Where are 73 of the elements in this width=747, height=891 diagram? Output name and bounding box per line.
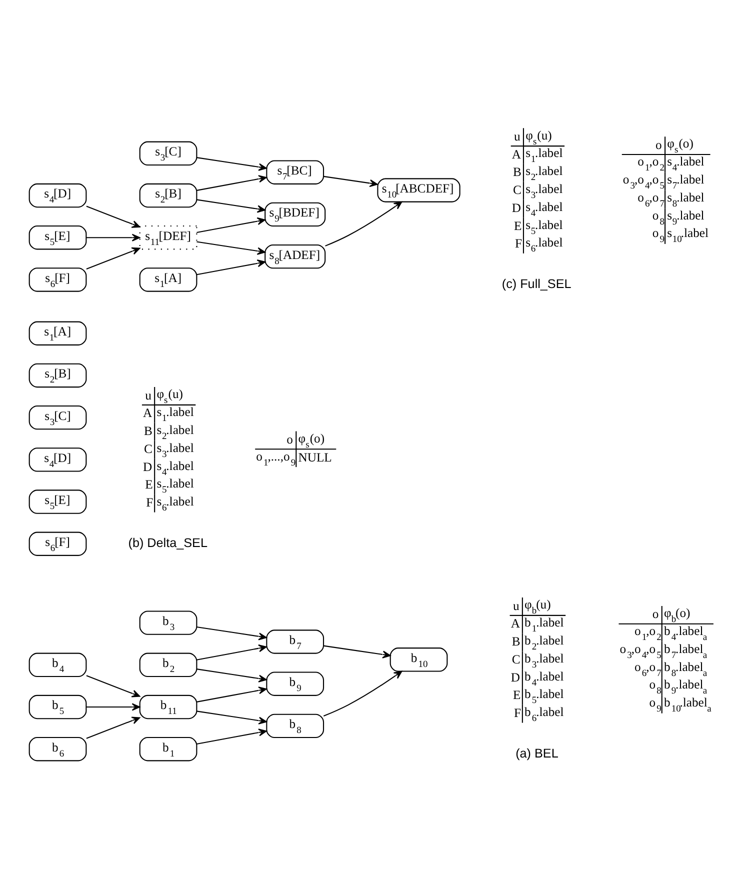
label: b$_{2}$.label [524, 632, 564, 652]
label: s$_{8}$.label [667, 190, 704, 209]
label: E [145, 477, 153, 492]
label: B [144, 424, 152, 438]
label: s$_{4}$.label [667, 154, 704, 174]
label: E [512, 688, 521, 702]
label: F [515, 236, 522, 250]
label: b$_{1}$.label [524, 615, 564, 634]
label: D [143, 459, 152, 474]
label: s$_{6}$.label [156, 494, 194, 514]
label: o$_{6}$,o$_{7}$ [634, 659, 662, 678]
label: o$_{6}$,o$_{7}$ [638, 190, 665, 209]
label: φ$_{s}$(o) [298, 430, 325, 450]
label: s$_{1}$.label [156, 404, 194, 424]
label: o$_{8}$ [652, 208, 665, 227]
label: A [512, 146, 522, 161]
label: u [145, 388, 152, 402]
label: o$_{8}$ [649, 677, 662, 696]
label: b$_{7}$.label$_{a}$ [664, 641, 708, 660]
label: s$_{10}$.label [667, 226, 708, 245]
label: o [286, 432, 293, 446]
label: s$_{4}$.label [526, 199, 563, 218]
label: s$_{3}$.label [526, 181, 563, 200]
label: s$_{2}$.label [526, 164, 563, 183]
label: E [514, 218, 522, 232]
label: u [514, 128, 520, 143]
label: φ$_{s}$(u) [526, 128, 552, 147]
label: s$_{4}$.label [156, 458, 194, 478]
label: o [656, 137, 662, 152]
label: b$_{9}$.label$_{a}$ [664, 677, 708, 696]
label: B [512, 634, 520, 648]
label: b$_{4}$.label [524, 668, 564, 688]
label: C [512, 652, 520, 666]
label: b$_{4}$.label$_{a}$ [664, 624, 708, 643]
label: B [512, 164, 522, 179]
label: φ$_{s}$(o) [667, 136, 694, 156]
label: C [144, 441, 152, 456]
label: s$_{5}$.label [156, 476, 194, 496]
label: o$_{1}$,o$_{2}$ [634, 624, 662, 643]
label: b$_{10}$.label$_{a}$ [664, 695, 712, 714]
label: F [514, 706, 522, 720]
label: (c) Full_SEL [502, 276, 572, 291]
label: NULL [298, 450, 332, 464]
label: o$_{3}$,o$_{4}$,o$_{5}$ [620, 641, 662, 660]
label: u [512, 598, 520, 612]
label: φ$_{s}$(u) [156, 386, 183, 406]
label: φ$_{b}$(o) [664, 606, 690, 625]
label: D [510, 670, 520, 684]
label: o$_{1}$,o$_{2}$ [638, 154, 665, 174]
label: (b) Delta_SEL [128, 536, 208, 550]
label: o$_{3}$,o$_{4}$,o$_{5}$ [622, 172, 665, 192]
label: s$_{3}$.label [156, 440, 194, 460]
label: b$_{8}$.label$_{a}$ [664, 659, 708, 678]
label: o$_{9}$ [649, 695, 662, 714]
label: b$_{6}$.label [524, 704, 564, 724]
label: s$_{1}$.label [526, 146, 563, 165]
label: b$_{3}$.label [524, 650, 564, 670]
label: o$_{9}$ [652, 226, 665, 245]
label: (a) BEL [516, 746, 558, 760]
label: A [510, 616, 520, 630]
label: s$_{2}$.label [156, 422, 194, 442]
label: s$_{7}$.label [667, 172, 704, 192]
label: o$_{1}$,...,o$_{9}$ [256, 448, 296, 468]
label: s$_{9}$.label [667, 208, 704, 227]
label: b$_{5}$.label [524, 686, 564, 706]
label: A [143, 406, 152, 420]
label: F [146, 495, 154, 510]
label: s$_{5}$.label [526, 217, 563, 236]
label: φ$_{b}$(u) [524, 597, 551, 616]
label: D [512, 200, 522, 214]
label: s$_{6}$.label [526, 235, 563, 254]
label: C [512, 182, 522, 197]
label: o [652, 606, 659, 621]
